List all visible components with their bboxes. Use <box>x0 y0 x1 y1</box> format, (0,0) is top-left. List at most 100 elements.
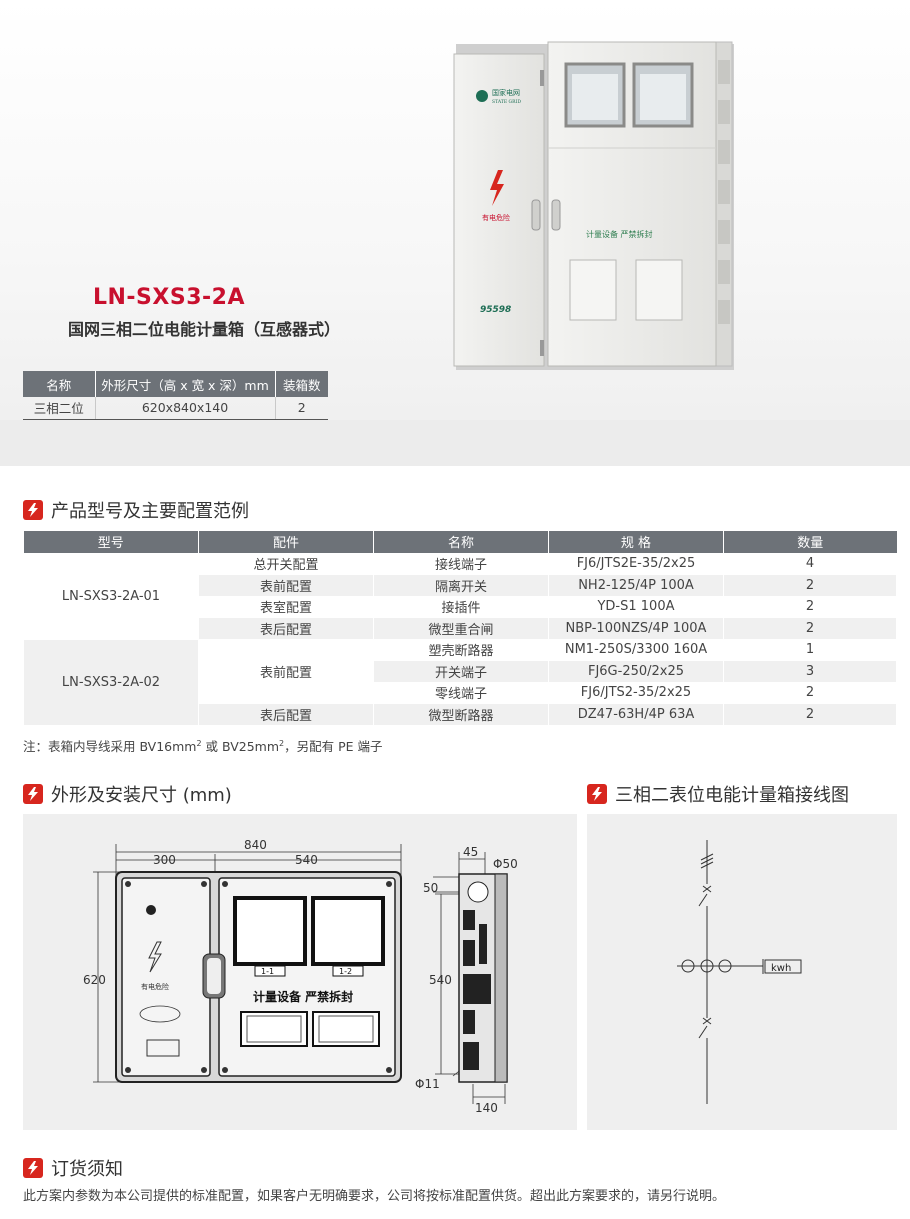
table-row: 零线端子 FJ6/JTS2-35/2x25 2 <box>24 681 897 704</box>
config-cell: 微型断路器 <box>373 703 549 726</box>
model-cell: LN-SXS3-2A-02 <box>23 638 199 726</box>
section-title-text: 三相二表位电能计量箱接线图 <box>615 785 849 806</box>
lightning-icon <box>23 1158 43 1178</box>
config-cell: 表后配置 <box>198 617 374 640</box>
config-cell: 表室配置 <box>198 595 374 618</box>
config-cell: 开关端子 <box>373 660 549 683</box>
hero-floor <box>0 420 910 466</box>
config-cell: FJ6/JTS2-35/2x25 <box>548 681 724 704</box>
product-model: LN-SXS3-2A <box>93 285 245 310</box>
window-label: 1-2 <box>339 967 352 976</box>
window-label: 1-1 <box>261 967 274 976</box>
dimension-drawing: 840 300 540 620 有电危险 1-1 1-2 计量设备 严禁拆封 <box>83 838 518 1115</box>
section-title-text: 产品型号及主要配置范例 <box>51 501 249 522</box>
config-table: 型号 配件 名称 规 格 数量 LN-SXS3-2A-01 总开关配置 接线端子… <box>23 531 897 726</box>
order-text: 此方案内参数为本公司提供的标准配置，如果客户无明确要求，公司将按标准配置供货。超… <box>23 1189 726 1204</box>
dim-hole: Φ50 <box>493 857 518 871</box>
config-cell: 2 <box>723 574 897 597</box>
logo-cn: 国家电网 <box>492 88 520 97</box>
section-title-dimensions: 外形及安装尺寸 (mm) <box>23 781 232 807</box>
table-row: LN-SXS3-2A-02 表前配置 塑壳断路器 NM1-250S/3300 1… <box>23 638 897 726</box>
drawing-warning: 有电危险 <box>141 982 169 991</box>
dim-height: 620 <box>83 973 106 987</box>
table-row: 表后配置 微型断路器 DZ47-63H/4P 63A 2 <box>24 703 897 726</box>
table-row: LN-SXS3-2A-01 总开关配置 接线端子 FJ6/JTS2E-35/2x… <box>23 552 897 640</box>
dim-right-width: 540 <box>295 853 318 867</box>
table-row: 表前配置 隔离开关 NH2-125/4P 100A 2 <box>24 574 897 597</box>
config-header: 名称 <box>373 531 549 553</box>
warning-text: 有电危险 <box>482 213 510 222</box>
dim-mount-hole: Φ11 <box>415 1077 440 1091</box>
config-cell: 接线端子 <box>373 552 549 575</box>
config-cell: 3 <box>723 660 897 683</box>
section-title-text: 订货须知 <box>51 1159 123 1180</box>
config-cell: NBP-100NZS/4P 100A <box>548 617 724 640</box>
spec-cell: 620x840x140 <box>95 397 276 420</box>
lightning-icon <box>23 500 43 520</box>
spec-cell: 三相二位 <box>23 397 96 420</box>
note-sup: 2 <box>279 738 285 748</box>
config-cell: 微型重合闸 <box>373 617 549 640</box>
section-title-text: 外形及安装尺寸 (mm) <box>51 785 232 806</box>
note-sup: 2 <box>196 738 202 748</box>
note-text: ，另配有 PE 端子 <box>284 739 383 754</box>
config-cell: 塑壳断路器 <box>373 638 549 661</box>
meter-label: kwh <box>771 963 791 974</box>
config-header: 配件 <box>198 531 374 553</box>
spec-table: 名称 外形尺寸（高 x 宽 x 深）mm 装箱数 三相二位 620x840x14… <box>23 371 328 420</box>
seal-text: 计量设备 严禁拆封 <box>586 229 653 239</box>
table-row: 开关端子 FJ6G-250/2x25 3 <box>24 660 897 683</box>
dimension-drawing-panel: 840 300 540 620 有电危险 1-1 1-2 计量设备 严禁拆封 <box>23 814 577 1130</box>
config-cell: 表后配置 <box>198 703 374 726</box>
config-cell: 表前配置 <box>198 638 374 704</box>
spec-header: 外形尺寸（高 x 宽 x 深）mm <box>95 371 276 397</box>
dim-side-offset: 50 <box>423 881 438 895</box>
config-cell: 隔离开关 <box>373 574 549 597</box>
spec-header: 名称 <box>23 371 96 397</box>
lightning-icon <box>23 784 43 804</box>
config-cell: 接插件 <box>373 595 549 618</box>
config-cell: 2 <box>723 595 897 618</box>
logo-en: STATE GRID <box>492 99 521 105</box>
section-title-wiring: 三相二表位电能计量箱接线图 <box>587 781 849 807</box>
config-cell: 表前配置 <box>198 574 374 597</box>
config-cell: 2 <box>723 681 897 704</box>
table-row: 表后配置 微型重合闸 NBP-100NZS/4P 100A 2 <box>24 617 897 640</box>
spec-header: 装箱数 <box>275 371 328 397</box>
config-header: 数量 <box>723 531 897 553</box>
wiring-diagram: kwh <box>677 840 802 1104</box>
config-header: 型号 <box>23 531 199 553</box>
wiring-diagram-panel: kwh <box>587 814 897 1130</box>
hotline-text: 95598 <box>480 305 511 315</box>
config-cell: FJ6/JTS2E-35/2x25 <box>548 552 724 575</box>
spec-cell: 2 <box>275 397 328 420</box>
table-row: 三相二位 620x840x140 2 <box>23 397 328 420</box>
config-cell: FJ6G-250/2x25 <box>548 660 724 683</box>
dim-total-width: 840 <box>244 838 267 852</box>
dim-depth: 140 <box>475 1101 498 1115</box>
note-text: 注：表箱内导线采用 BV16mm <box>23 739 197 754</box>
section-title-order: 订货须知 <box>23 1155 123 1181</box>
section-title-config: 产品型号及主要配置范例 <box>23 497 249 523</box>
product-cabinet-image: 国家电网 STATE GRID 有电危险 95598 计量设备 严禁拆封 <box>453 41 734 370</box>
model-cell: LN-SXS3-2A-01 <box>23 552 199 640</box>
drawing-seal: 计量设备 严禁拆封 <box>253 989 353 1004</box>
config-cell: YD-S1 100A <box>548 595 724 618</box>
table-row: 表室配置 接插件 YD-S1 100A 2 <box>24 595 897 618</box>
config-cell: DZ47-63H/4P 63A <box>548 703 724 726</box>
note-text: 或 BV25mm <box>201 739 280 754</box>
config-header: 规 格 <box>548 531 724 553</box>
config-cell: 总开关配置 <box>198 552 374 575</box>
config-cell: 零线端子 <box>373 681 549 704</box>
dim-side-height: 540 <box>429 973 452 987</box>
config-cell: 4 <box>723 552 897 575</box>
dim-side-top: 45 <box>463 845 478 859</box>
config-note: 注：表箱内导线采用 BV16mm2 或 BV25mm2，另配有 PE 端子 <box>23 736 383 755</box>
config-cell: 2 <box>723 617 897 640</box>
product-name: 国网三相二位电能计量箱（互感器式） <box>67 320 340 339</box>
lightning-icon <box>587 784 607 804</box>
config-cell: NH2-125/4P 100A <box>548 574 724 597</box>
config-cell: NM1-250S/3300 160A <box>548 638 724 661</box>
config-cell: 1 <box>723 638 897 661</box>
dim-left-width: 300 <box>153 853 176 867</box>
